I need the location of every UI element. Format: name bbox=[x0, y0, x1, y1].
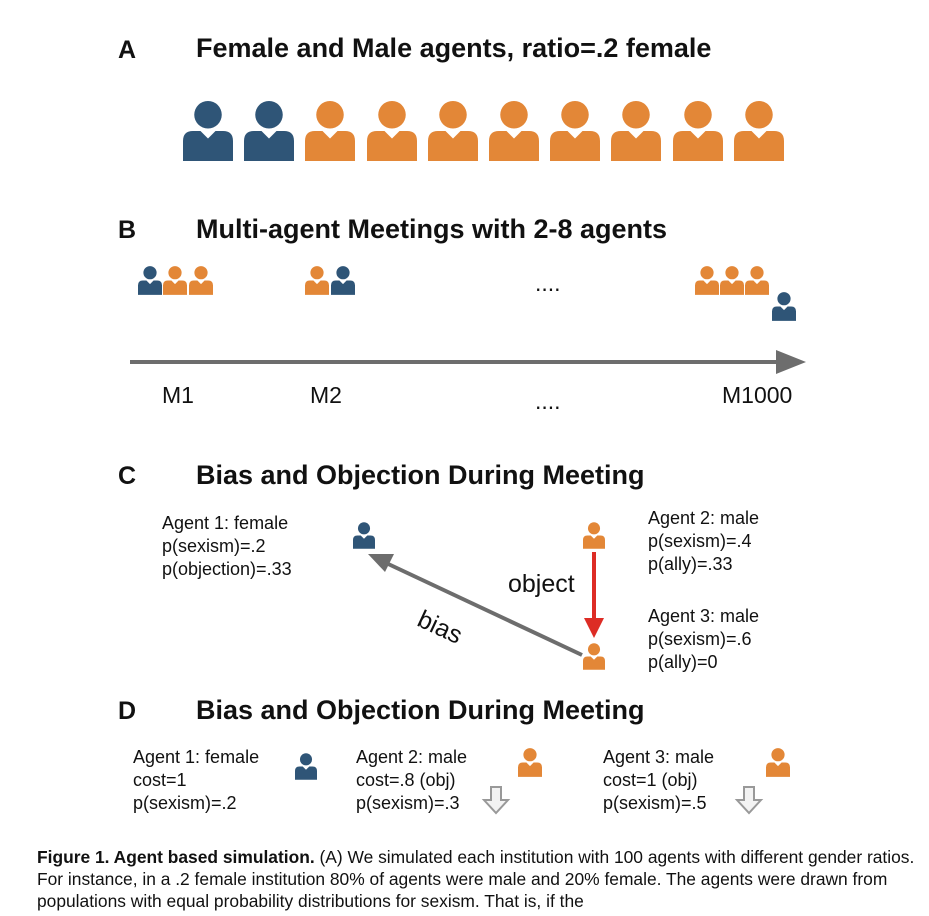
panel-c-letter: C bbox=[118, 462, 137, 490]
d-agent3-name: Agent 3: male bbox=[603, 747, 715, 767]
female-agent-icon bbox=[331, 266, 355, 295]
female-agent-icon bbox=[353, 522, 375, 549]
d-agent2-sexism: p(sexism)=.3 bbox=[356, 793, 460, 813]
d-agent3-cost: cost=1 (obj) bbox=[603, 770, 698, 790]
female-agent-icon bbox=[183, 101, 233, 161]
c-agent1-objection: p(objection)=.33 bbox=[162, 559, 292, 579]
male-agent-icon bbox=[489, 101, 539, 161]
female-agent-icon bbox=[772, 292, 796, 321]
c-agent3-name: Agent 3: male bbox=[648, 606, 760, 626]
down-arrow-icon bbox=[734, 786, 764, 815]
male-agent-icon bbox=[163, 266, 187, 295]
male-agent-icon bbox=[366, 101, 417, 161]
c-agent3-sexism: p(sexism)=.6 bbox=[648, 629, 752, 649]
d-agent1-name: Agent 1: female bbox=[133, 747, 260, 767]
meeting-label-m1: M1 bbox=[162, 382, 194, 408]
panel-d-agent3-info: Agent 3: male cost=1 (obj) p(sexism)=.5 bbox=[603, 746, 714, 815]
down-arrow-icon bbox=[481, 786, 511, 815]
female-agent-icon bbox=[244, 101, 295, 161]
caption-title: Figure 1. Agent based simulation. bbox=[37, 847, 315, 867]
d-agent2-cost: cost=.8 (obj) bbox=[356, 770, 456, 790]
meeting-label-m2: M2 bbox=[310, 382, 342, 408]
d-agent1-sexism: p(sexism)=.2 bbox=[133, 793, 237, 813]
female-agent-icon bbox=[295, 753, 317, 780]
male-agent-icon bbox=[518, 748, 542, 777]
panel-c-agent3-info: Agent 3: male p(sexism)=.6 p(ally)=0 bbox=[648, 605, 759, 674]
panel-d-agent2-info: Agent 2: male cost=.8 (obj) p(sexism)=.3 bbox=[356, 746, 467, 815]
panel-d-title: Bias and Objection During Meeting bbox=[196, 695, 645, 725]
c-agent1-sexism: p(sexism)=.2 bbox=[162, 536, 266, 556]
male-agent-icon bbox=[305, 266, 329, 295]
panel-c-agent1-info: Agent 1: female p(sexism)=.2 p(objection… bbox=[162, 512, 292, 581]
male-agent-icon bbox=[695, 266, 719, 295]
c-agent2-sexism: p(sexism)=.4 bbox=[648, 531, 752, 551]
c-agent1-name: Agent 1: female bbox=[162, 513, 289, 533]
figure-caption: Figure 1. Agent based simulation. (A) We… bbox=[37, 846, 917, 912]
c-agent3-ally: p(ally)=0 bbox=[648, 652, 718, 672]
d-agent3-sexism: p(sexism)=.5 bbox=[603, 793, 707, 813]
meeting-label-m1000: M1000 bbox=[722, 382, 793, 408]
male-agent-icon bbox=[766, 748, 790, 777]
male-agent-icon bbox=[583, 643, 605, 670]
d-agent1-cost: cost=1 bbox=[133, 770, 187, 790]
male-agent-icon bbox=[720, 266, 744, 295]
male-agent-icon bbox=[550, 101, 601, 161]
meeting-ellipsis-bottom: .... bbox=[535, 388, 561, 414]
male-agent-icon bbox=[189, 266, 213, 295]
male-agent-icon bbox=[305, 101, 356, 161]
male-agent-icon bbox=[745, 266, 769, 295]
panel-b-letter: B bbox=[118, 216, 137, 244]
meeting-ellipsis-top: .... bbox=[535, 270, 561, 296]
panel-c-title: Bias and Objection During Meeting bbox=[196, 460, 645, 490]
object-arrowhead bbox=[584, 618, 604, 638]
panel-d-letter: D bbox=[118, 697, 137, 725]
panel-a-title: Female and Male agents, ratio=.2 female bbox=[196, 33, 712, 63]
panel-d-agent1-info: Agent 1: female cost=1 p(sexism)=.2 bbox=[133, 746, 259, 815]
panel-c-agent2-info: Agent 2: male p(sexism)=.4 p(ally)=.33 bbox=[648, 507, 759, 576]
d-agent2-name: Agent 2: male bbox=[356, 747, 468, 767]
c-agent2-name: Agent 2: male bbox=[648, 508, 760, 528]
c-agent2-ally: p(ally)=.33 bbox=[648, 554, 733, 574]
male-agent-icon bbox=[427, 101, 478, 161]
object-label: object bbox=[508, 570, 575, 598]
male-agent-icon bbox=[733, 101, 784, 161]
caption-text: (A) We simulated each institution with 1… bbox=[37, 847, 915, 911]
male-agent-icon bbox=[672, 101, 723, 161]
male-agent-icon bbox=[611, 101, 662, 161]
panel-a-letter: A bbox=[118, 36, 137, 64]
bias-arrowhead bbox=[368, 554, 394, 572]
timeline-arrowhead bbox=[776, 350, 806, 374]
panel-b-title: Multi-agent Meetings with 2-8 agents bbox=[196, 214, 668, 244]
bias-arrow-line bbox=[383, 560, 583, 657]
male-agent-icon bbox=[583, 522, 605, 549]
female-agent-icon bbox=[138, 266, 162, 295]
